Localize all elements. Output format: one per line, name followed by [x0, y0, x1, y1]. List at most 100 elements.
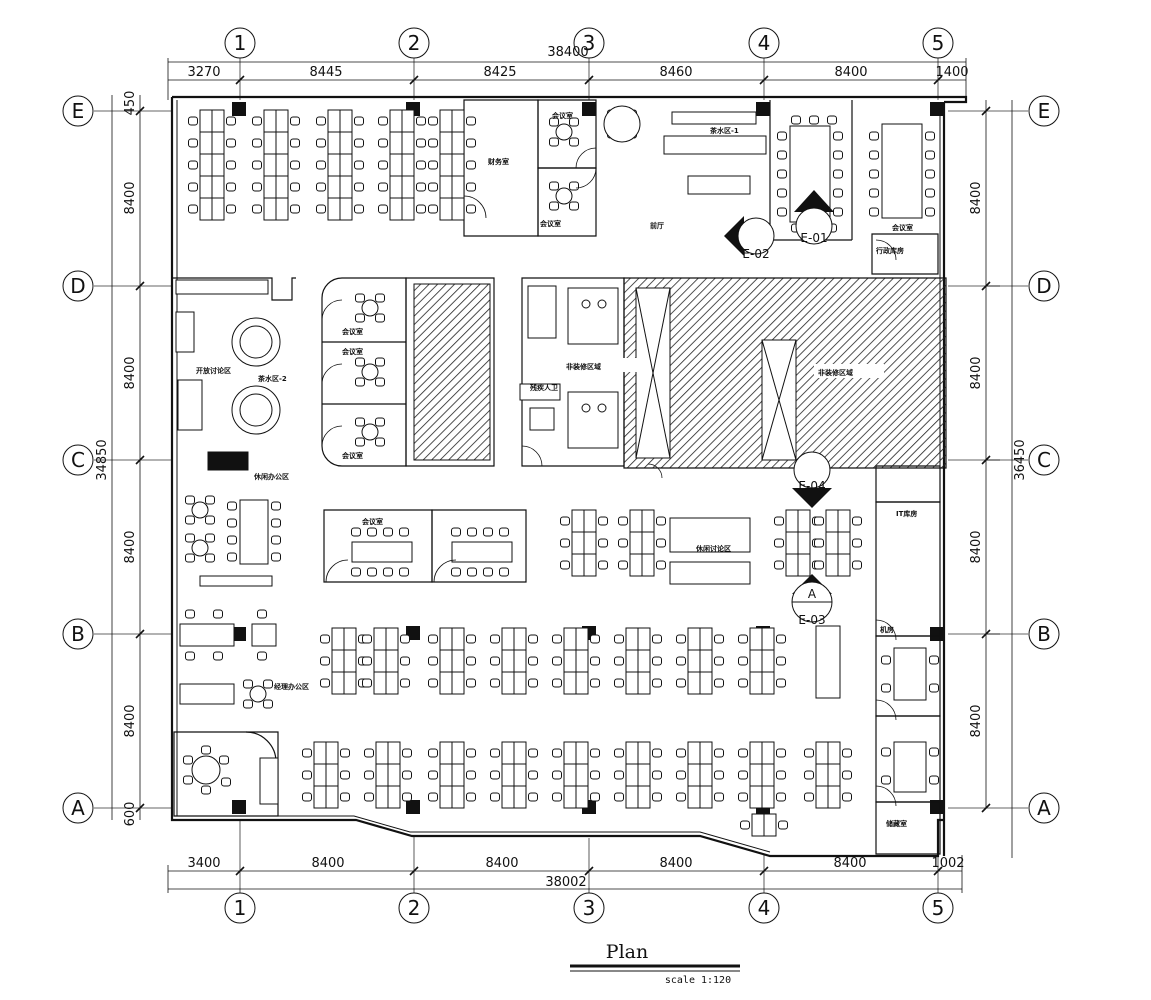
chair: [227, 535, 237, 545]
chair: [185, 651, 195, 661]
chair: [466, 678, 476, 688]
chair: [590, 748, 600, 758]
chair: [738, 792, 748, 802]
dim-right-segment: 8400: [969, 356, 984, 389]
exterior-walls: [172, 97, 966, 856]
chair: [598, 538, 608, 548]
label-meeting-room: 会议室: [552, 111, 573, 120]
grid-label-top-4: 4: [758, 31, 771, 55]
dim-left-total: 34850: [95, 439, 110, 480]
chair: [271, 552, 281, 562]
chair: [219, 755, 229, 765]
chair: [316, 204, 326, 214]
dim-right-segment: 8400: [969, 181, 984, 214]
chair: [925, 207, 935, 217]
chair: [490, 634, 500, 644]
chair: [656, 538, 666, 548]
chair: [316, 116, 326, 126]
chair: [399, 567, 409, 577]
elevation-marker-e01: E-01: [794, 190, 834, 245]
manager-desk: [180, 684, 234, 704]
chair: [814, 516, 824, 526]
chair: [614, 634, 624, 644]
elevation-marker-e02: E-02: [724, 216, 774, 261]
chair: [590, 656, 600, 666]
grid-label-left-E: E: [72, 99, 85, 123]
chair: [188, 204, 198, 214]
grid-label-right-A: A: [1037, 796, 1051, 820]
chair: [183, 775, 193, 785]
chair: [852, 538, 862, 548]
chair: [400, 656, 410, 666]
chair: [833, 131, 843, 141]
dim-bottom-segment: 8400: [659, 856, 692, 871]
chair: [466, 748, 476, 758]
chair: [227, 501, 237, 511]
dim-bottom-segment: 1002: [931, 856, 964, 871]
chair: [416, 182, 426, 192]
chair: [552, 656, 562, 666]
grid-label-right-E: E: [1038, 99, 1051, 123]
round-table: [556, 124, 572, 140]
grid-label-top-5: 5: [932, 31, 945, 55]
chair: [738, 770, 748, 780]
chair: [777, 207, 787, 217]
chair: [183, 755, 193, 765]
chair: [869, 207, 879, 217]
chair: [490, 656, 500, 666]
chair: [188, 182, 198, 192]
chair: [552, 792, 562, 802]
chair: [205, 515, 215, 525]
chair: [263, 679, 273, 689]
chair: [466, 182, 476, 192]
chair: [364, 792, 374, 802]
chair: [375, 417, 385, 427]
chair: [656, 516, 666, 526]
chair: [549, 201, 559, 211]
chair: [320, 656, 330, 666]
restroom-fixtures: [520, 286, 618, 448]
chair: [367, 527, 377, 537]
dim-bottom-segment: 3400: [187, 856, 220, 871]
chair: [428, 656, 438, 666]
chair: [776, 656, 786, 666]
svg-text:E-01: E-01: [800, 231, 827, 245]
chair: [188, 138, 198, 148]
grid-label-right-C: C: [1037, 448, 1051, 472]
chair: [618, 538, 628, 548]
chair: [340, 770, 350, 780]
chair: [804, 748, 814, 758]
chair: [226, 182, 236, 192]
chair: [428, 792, 438, 802]
chair: [560, 560, 570, 570]
chair: [351, 567, 361, 577]
elevation-markers: E-01 E-02 E-04 A E-03: [724, 190, 834, 627]
dim-left-segment: 450: [123, 91, 138, 116]
chair: [925, 188, 935, 198]
svg-text:E-04: E-04: [798, 479, 825, 493]
grid-label-top-1: 1: [234, 31, 247, 55]
grid-label-left-B: B: [71, 622, 85, 646]
chair: [569, 181, 579, 191]
chair: [549, 137, 559, 147]
dimension-ticks: [136, 76, 990, 875]
chair: [320, 678, 330, 688]
chair: [652, 634, 662, 644]
chair: [528, 748, 538, 758]
chair: [188, 160, 198, 170]
chair: [290, 204, 300, 214]
chair: [252, 204, 262, 214]
chair: [354, 116, 364, 126]
chair: [428, 116, 438, 126]
chair: [375, 377, 385, 387]
dim-left-segment: 8400: [123, 356, 138, 389]
chair: [290, 160, 300, 170]
chair: [354, 160, 364, 170]
chair: [221, 777, 231, 787]
chair: [243, 679, 253, 689]
dim-top-segment: 8445: [309, 65, 342, 80]
chair: [740, 820, 750, 830]
chair: [925, 169, 935, 179]
grid-label-left-D: D: [70, 274, 85, 298]
chair: [590, 634, 600, 644]
